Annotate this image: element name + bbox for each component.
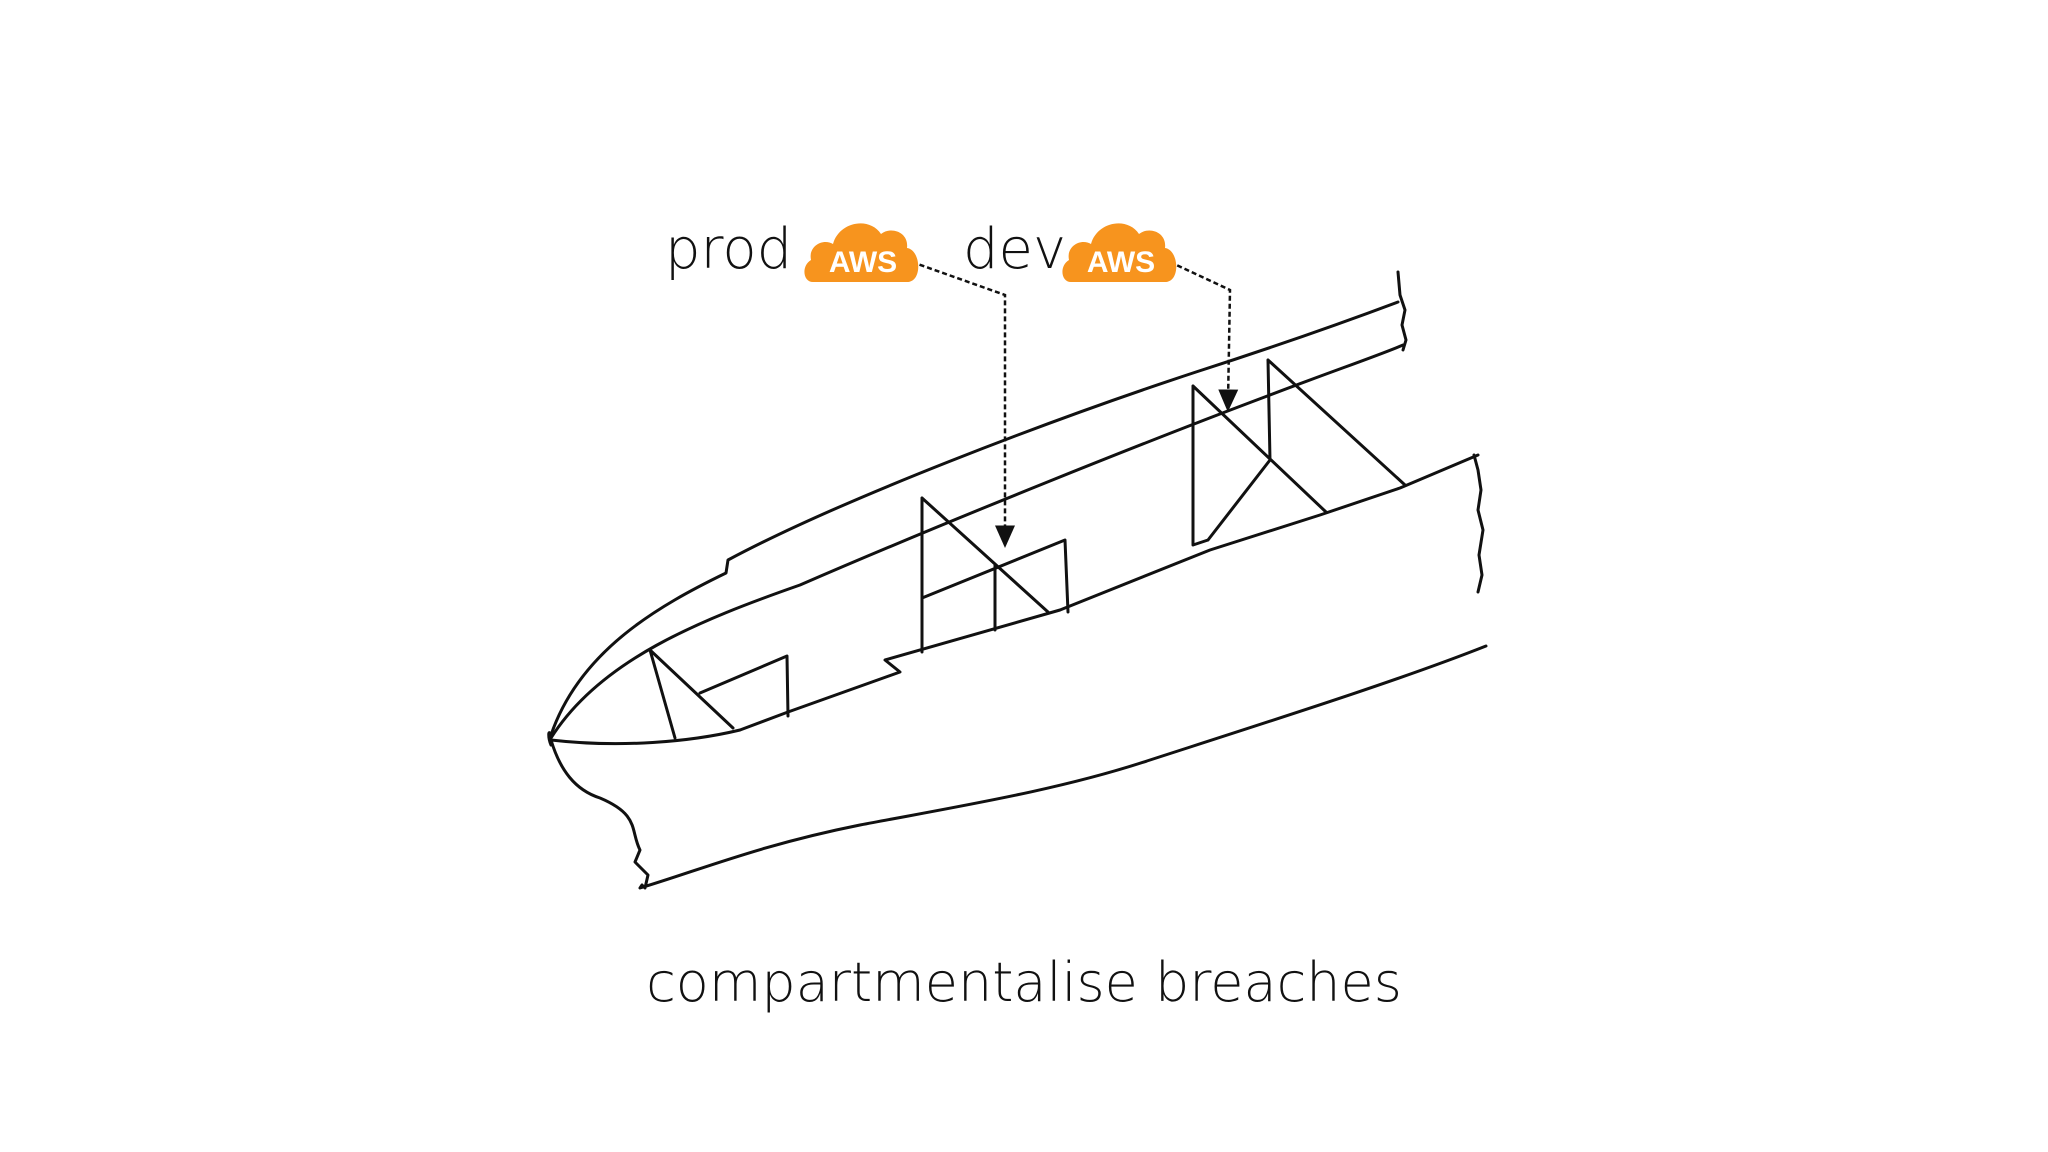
dev-label: dev [963, 217, 1067, 282]
hull-bow-tip [547, 731, 553, 747]
hull-keel [549, 644, 1488, 890]
aws-cloud-icon: AWS [1062, 223, 1177, 282]
connector-dev-aft [1169, 260, 1239, 412]
bulkhead-2 [920, 496, 1070, 654]
connector-prod-dev [911, 260, 1015, 548]
prod-label: prod [665, 217, 793, 282]
hull-deck-inner [549, 343, 1405, 740]
hull-break-top [1396, 270, 1408, 352]
hull-break-mid [1472, 453, 1485, 594]
caption: compartmentalise breaches [646, 951, 1402, 1014]
bulkhead-3 [1191, 358, 1407, 547]
hull-deck-outer [549, 300, 1400, 737]
aws-cloud-icon: AWS [804, 223, 919, 282]
aws-badge-text-2: AWS [1087, 246, 1155, 279]
bulkhead-1 [648, 648, 790, 740]
aws-badge-text-1: AWS [829, 246, 897, 279]
hull-floor [549, 453, 1480, 746]
